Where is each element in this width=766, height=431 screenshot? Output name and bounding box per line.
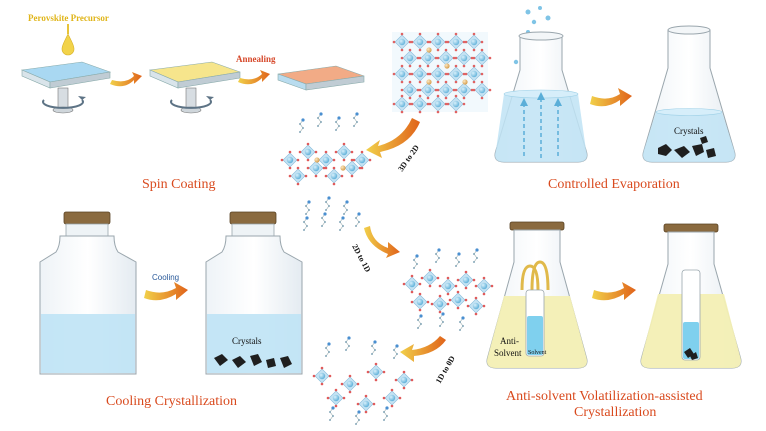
cooling-label: Cooling — [152, 273, 179, 282]
crystals-cool — [214, 354, 292, 368]
arrow-1d-0d-label: 1D to 0D — [434, 354, 457, 385]
anti-solvent-title-2: Crystallization — [574, 405, 656, 420]
arrow-2d-to-1d: 2D to 1D — [350, 226, 400, 274]
structure-3d — [392, 32, 492, 114]
anti-solvent-arrow — [592, 282, 636, 301]
controlled-evaporation-title: Controlled Evaporation — [548, 177, 680, 192]
droplet-icon — [61, 24, 75, 56]
structure-0d — [312, 335, 414, 426]
cooling-crystallization-section: Cooling Crystals Cooling Crystallization — [39, 211, 303, 409]
substrate-blue — [20, 61, 112, 114]
spin-coating-title: Spin Coating — [142, 177, 216, 192]
arrow-2d-1d-label: 2D to 1D — [350, 243, 372, 274]
structure-2d — [280, 111, 372, 232]
spin-arrow-1 — [110, 72, 142, 87]
evaporation-flask-crystals: Crystals — [642, 25, 736, 163]
evaporation-flask-open — [494, 31, 588, 163]
arrow-3d-2d-label: 3D to 2D — [396, 143, 421, 173]
cooling-crystallization-title: Cooling Crystallization — [106, 394, 237, 409]
substrate-yellow — [148, 61, 241, 114]
cooling-bottle-1 — [39, 211, 137, 375]
solvent-label: Solvent — [528, 350, 547, 356]
cooling-arrow — [144, 282, 188, 301]
anti-solvent-title-1: Anti-solvent Volatilization-assisted — [506, 389, 703, 404]
crystals-evap-label: Crystals — [674, 126, 704, 136]
crystals-evap — [658, 136, 716, 158]
anti-solvent-flask-1 — [486, 221, 588, 369]
substrate-film — [277, 65, 365, 91]
evaporation-arrow — [590, 88, 632, 107]
perovskite-precursor-label: Perovskite Precursor — [28, 13, 109, 23]
cooling-bottle-2: Crystals — [205, 211, 303, 375]
anti-solvent-label-2: Solvent — [494, 348, 522, 358]
arrow-3d-to-2d: 3D to 2D — [366, 118, 421, 173]
crystals-anti-solvent — [684, 348, 698, 360]
controlled-evaporation-section: Crystals Controlled Evaporation — [494, 6, 736, 192]
crystals-cool-label: Crystals — [232, 336, 262, 346]
anti-solvent-flask-2 — [640, 223, 742, 369]
structure-1d — [402, 247, 494, 332]
annealing-label: Annealing — [236, 54, 276, 64]
anneal-arrow — [238, 70, 270, 85]
anti-solvent-section: Anti- Solvent Solvent Anti-solvent Volat… — [486, 221, 742, 420]
anti-solvent-label-1: Anti- — [500, 336, 519, 346]
spin-coating-section: Perovskite Precursor Annealing — [20, 13, 365, 192]
